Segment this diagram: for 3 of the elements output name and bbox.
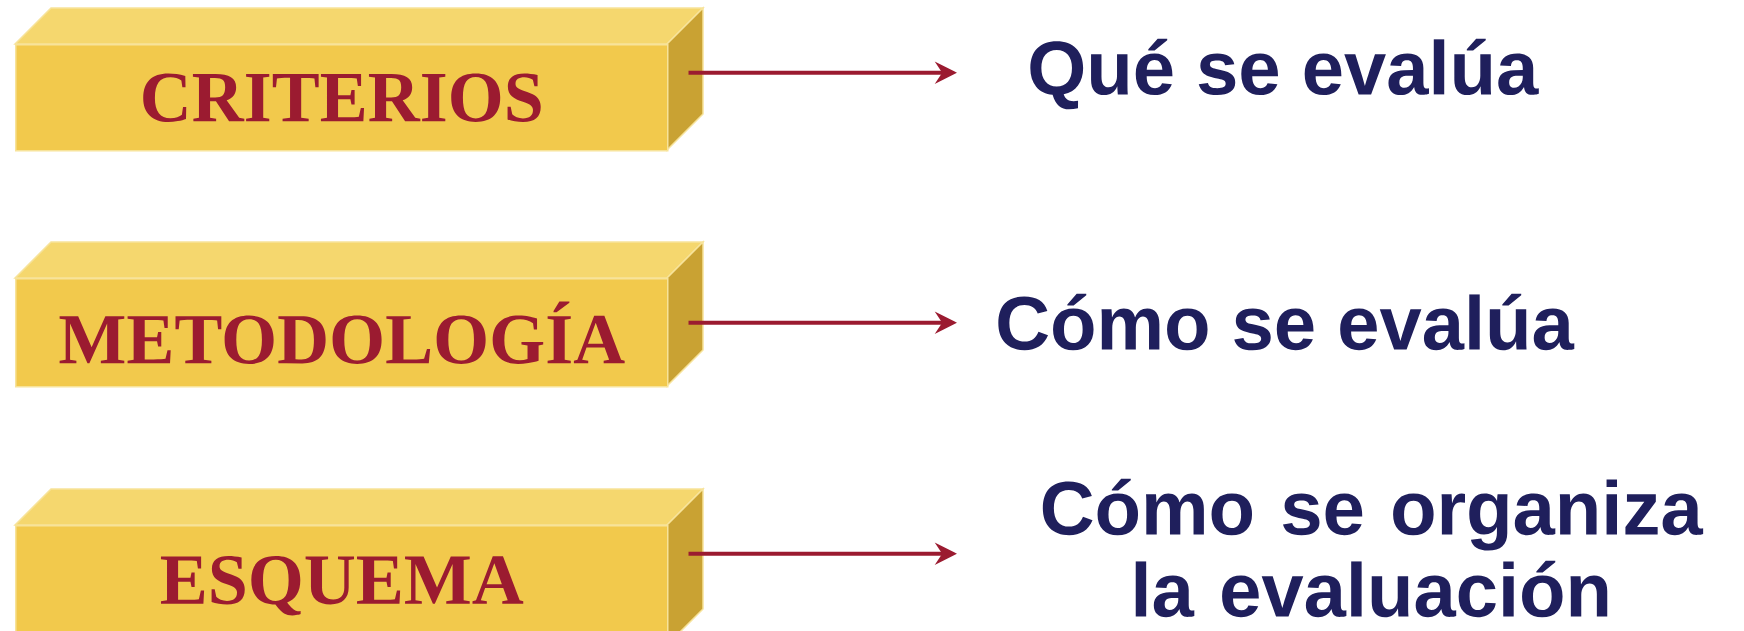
answer-text: Cómo se evalúa — [998, 293, 1575, 351]
answer-text: Cómo se organiza la evaluación — [1042, 478, 1704, 618]
answer-text: Qué se evalúa — [1030, 38, 1539, 110]
